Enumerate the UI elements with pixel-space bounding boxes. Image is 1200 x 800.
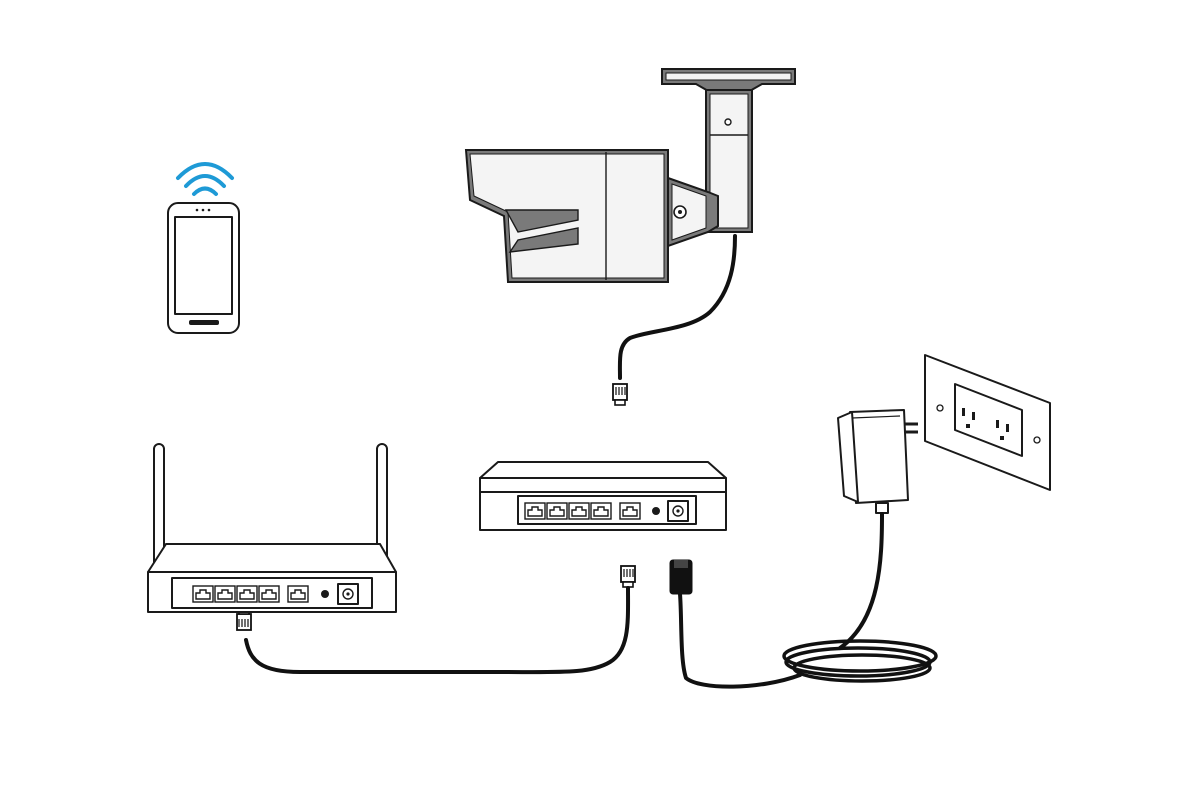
power-cable: [669, 512, 938, 689]
camera-ethernet-cable: [612, 234, 737, 406]
router-icon: [147, 443, 397, 613]
smartphone-icon: [167, 202, 240, 334]
bullet-camera-icon: [464, 68, 796, 283]
power-adapter-icon: [837, 409, 918, 514]
wifi-icon: [176, 162, 234, 196]
wall-outlet-icon: [924, 354, 1051, 491]
router-ethernet-cable: [236, 565, 636, 675]
network-switch-icon: [479, 461, 727, 531]
